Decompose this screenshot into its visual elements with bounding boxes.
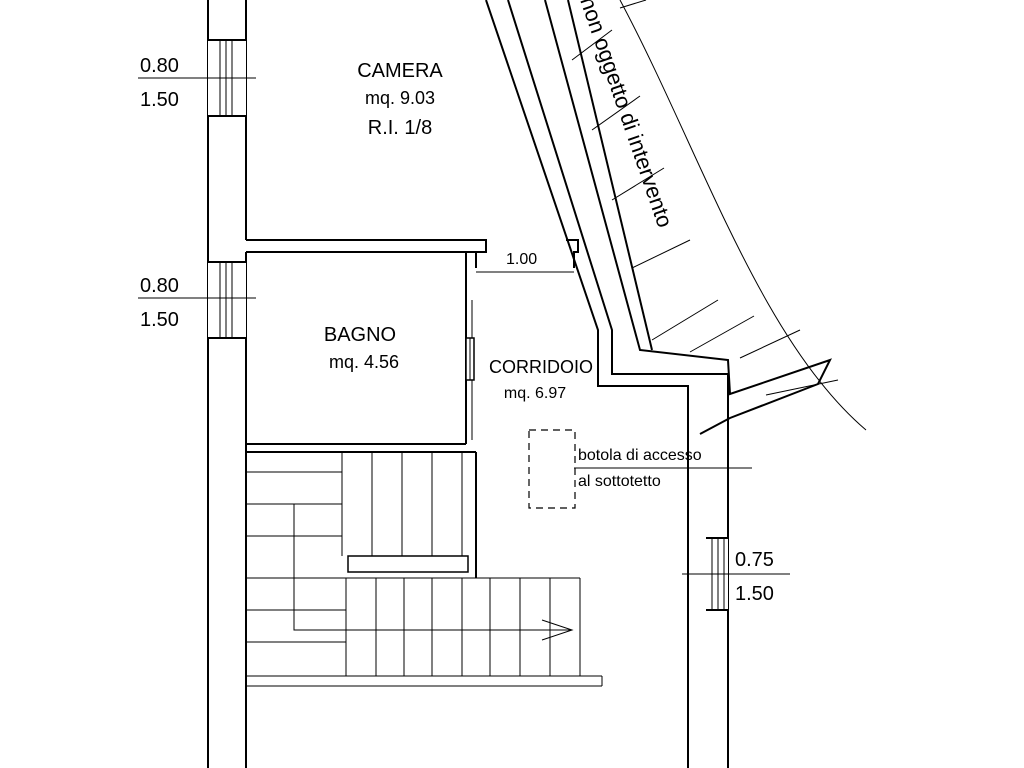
window-1-dimension: 0.80 1.50: [140, 55, 179, 111]
room-corridoio: CORRIDOIO mq. 6.97: [489, 357, 593, 402]
bagno-door: [465, 337, 475, 381]
excluded-area-label: non oggetto di intervento: [575, 0, 677, 231]
camera-area: mq. 9.03: [365, 88, 435, 108]
corridoio-name: CORRIDOIO: [489, 357, 593, 377]
window-1-height: 1.50: [140, 89, 179, 111]
excluded-area: non oggetto di intervento: [544, 0, 867, 435]
right-interior-wall: [485, 0, 729, 768]
staircase: [246, 452, 603, 687]
window-3-width: 0.75: [735, 549, 774, 571]
window-2: [138, 261, 256, 339]
bagno-area: mq. 4.56: [329, 352, 399, 372]
window-1: [138, 39, 256, 117]
room-bagno: BAGNO mq. 4.56: [324, 324, 399, 372]
corridoio-area: mq. 6.97: [504, 385, 566, 402]
window-3-height: 1.50: [735, 583, 774, 605]
attic-hatch: [528, 429, 576, 509]
window-3: [682, 537, 790, 611]
hatch-note-line2: al sottotetto: [578, 473, 661, 490]
camera-name: CAMERA: [357, 60, 443, 82]
room-camera: CAMERA mq. 9.03 R.I. 1/8: [357, 60, 443, 139]
window-2-height: 1.50: [140, 309, 179, 331]
window-2-dimension: 0.80 1.50: [140, 275, 179, 331]
bagno-name: BAGNO: [324, 324, 396, 346]
window-1-width: 0.80: [140, 55, 179, 77]
camera-bagno-partition: [246, 239, 579, 273]
window-3-dimension: 0.75 1.50: [735, 549, 774, 605]
door-opening-dimension: 1.00: [506, 251, 537, 268]
hatch-note-line1: botola di accesso: [578, 447, 702, 464]
window-2-width: 0.80: [140, 275, 179, 297]
camera-illumination-ratio: R.I. 1/8: [368, 117, 432, 139]
